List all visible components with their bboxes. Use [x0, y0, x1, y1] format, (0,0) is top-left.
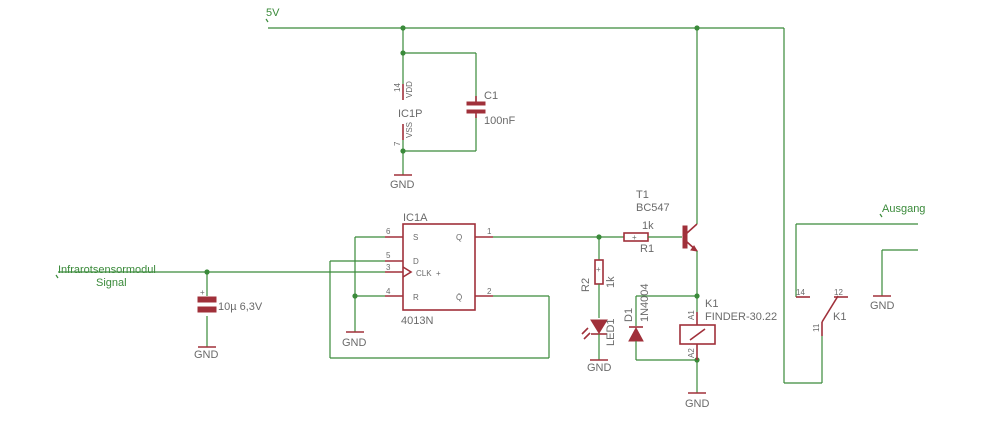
t1-name: T1 — [636, 189, 649, 201]
ic1p-vdd-label: VDD — [405, 81, 414, 98]
relay-contact: 14 12 11 K1 Ausgang GND — [795, 203, 925, 336]
k1-name: K1 — [705, 298, 718, 310]
c-in-value: 10µ 6,3V — [218, 301, 263, 313]
svg-text:+: + — [596, 265, 601, 274]
ic1p-power: 14 VDD 7 VSS IC1P C1 100nF GND — [390, 25, 515, 191]
ic1p-vss-label: VSS — [405, 122, 414, 138]
ic1a-pin-clk: CLK — [416, 269, 432, 278]
k1-contact-name: K1 — [833, 311, 846, 323]
k1-pin-a2: A2 — [687, 348, 696, 358]
ic1a-pinnum-qbar: 2 — [487, 287, 492, 296]
r2-name: R2 — [580, 278, 592, 292]
d1-name: D1 — [623, 308, 635, 322]
gnd-label-ic1a: GND — [342, 337, 367, 349]
t1-transistor: T1 BC547 — [636, 25, 700, 296]
ic1p-name: IC1P — [398, 108, 422, 120]
svg-text:+: + — [436, 269, 441, 278]
gnd-label-cin: GND — [194, 349, 219, 361]
led1-name: LED1 — [605, 318, 617, 346]
t1-type: BC547 — [636, 202, 670, 214]
input-label-1: Infrarotsensormodul — [58, 264, 156, 276]
ic1p-pin14: 14 — [393, 83, 402, 92]
r2-value: 1k — [605, 276, 617, 288]
r1-resistor: + 1k R1 — [623, 220, 682, 255]
ic1a-type: 4013N — [401, 315, 433, 327]
ic1a-pin-d: D — [413, 257, 419, 266]
k1-pin-14: 14 — [796, 288, 805, 297]
svg-text:+: + — [200, 288, 205, 297]
d1-type: 1N4004 — [639, 283, 651, 322]
c1-value: 100nF — [484, 115, 515, 127]
k1-pin-a1: A1 — [687, 310, 696, 320]
ic1a-pin-s: S — [413, 233, 418, 242]
k1-type: FINDER-30.22 — [705, 311, 777, 323]
ic1a-pinnum-d: 5 — [386, 251, 391, 260]
r2-led-branch: + R2 1k LED1 GND — [580, 237, 617, 374]
gnd-label-output: GND — [870, 300, 895, 312]
gnd-label-k1: GND — [685, 398, 710, 410]
ic1a-pinnum-clk: 3 — [386, 263, 391, 272]
ic1a-pinnum-s: 6 — [386, 227, 391, 236]
ic1a-pinnum-q: 1 — [487, 227, 492, 236]
svg-text:+: + — [632, 233, 637, 242]
ic1p-pin7: 7 — [393, 141, 402, 146]
r1-value: 1k — [642, 220, 654, 232]
ic1a-pin-qbar: Q̄ — [456, 293, 462, 302]
k1-pin-12: 12 — [834, 288, 843, 297]
relay-coil-branch: D1 1N4004 A1 A2 K1 FINDER-30.22 GND — [623, 283, 777, 410]
vcc-label: 5V — [266, 7, 280, 19]
output-label: Ausgang — [882, 203, 925, 215]
ic1a-flipflop: IC1A 4013N S D CLK + R 6 5 3 4 Q Q̄ 1 2 … — [329, 212, 624, 359]
gnd-label-ic1p: GND — [390, 179, 415, 191]
r1-name: R1 — [640, 243, 654, 255]
c1-name: C1 — [484, 90, 498, 102]
input-net: Infrarotsensormodul Signal + 10µ 6,3V GN… — [55, 264, 385, 361]
k1-pin-11: 11 — [812, 323, 821, 332]
ic1a-pin-r: R — [413, 293, 419, 302]
input-label-2: Signal — [96, 277, 127, 289]
ic1a-pin-q: Q — [456, 233, 462, 242]
gnd-label-led: GND — [587, 362, 612, 374]
ic1a-pinnum-r: 4 — [386, 287, 391, 296]
ic1a-name: IC1A — [403, 212, 428, 224]
vcc-net: 5V — [265, 7, 823, 384]
